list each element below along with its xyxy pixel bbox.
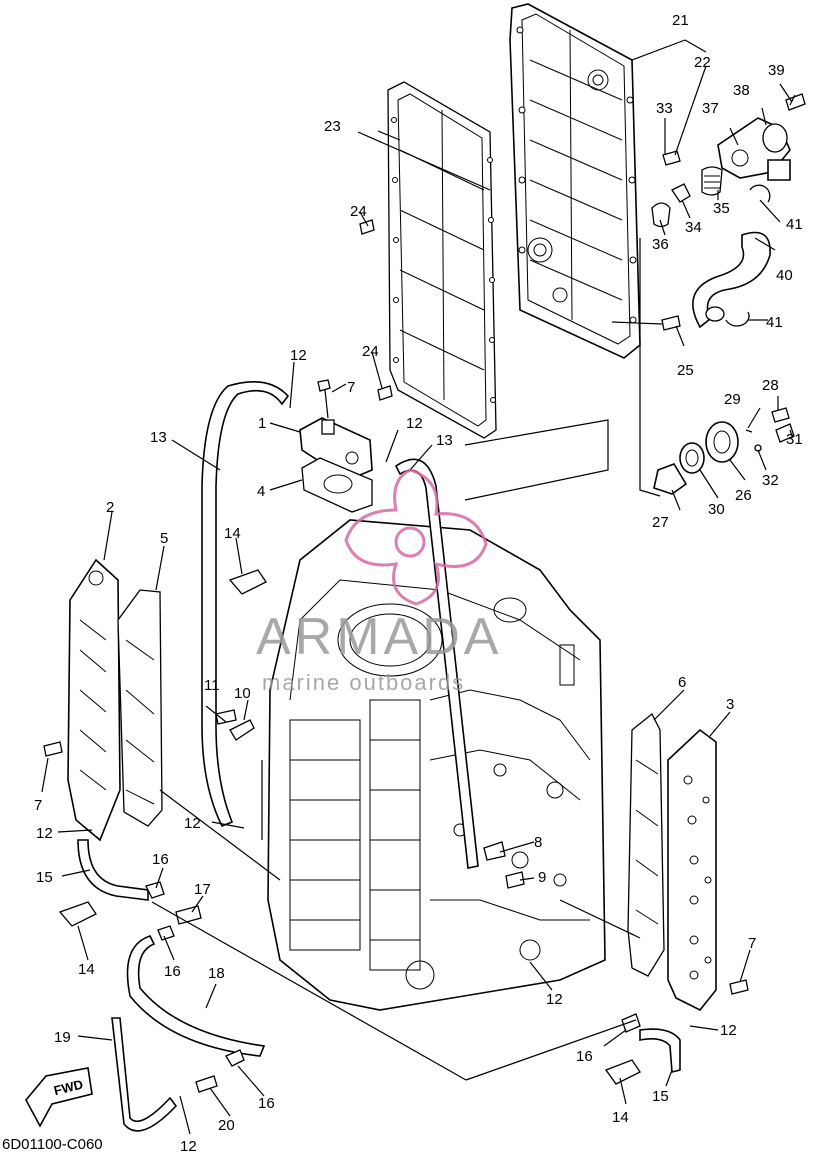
label-11: 11 — [204, 677, 220, 694]
fwd-label: FWD — [52, 1077, 84, 1099]
label-28: 28 — [762, 377, 779, 394]
label-12f: 12 — [546, 991, 563, 1008]
thermostat-assembly — [651, 93, 806, 329]
label-13a: 13 — [150, 429, 167, 446]
label-7c: 7 — [748, 935, 756, 952]
label-8: 8 — [534, 834, 542, 851]
label-19: 19 — [54, 1029, 71, 1046]
label-35: 35 — [713, 200, 730, 217]
label-38: 38 — [733, 82, 750, 99]
cylinder-block-part — [267, 519, 606, 1011]
hose-15-right — [639, 1028, 681, 1074]
label-12e: 12 — [180, 1138, 197, 1153]
label-21: 21 — [672, 12, 689, 29]
label-7b: 7 — [34, 797, 42, 814]
label-16b: 16 — [164, 963, 181, 980]
anode-assembly — [653, 407, 795, 495]
label-14c: 14 — [612, 1109, 629, 1126]
label-2: 2 — [106, 499, 114, 516]
gasket-6 — [627, 712, 665, 977]
watermark-tagline: marine outboards — [262, 670, 465, 695]
hose-13-left — [201, 380, 290, 828]
label-4: 4 — [257, 483, 265, 500]
label-24b: 24 — [362, 343, 379, 360]
label-29: 29 — [724, 391, 741, 408]
label-24a: 24 — [350, 203, 367, 220]
label-12a: 12 — [290, 347, 307, 364]
label-25: 25 — [677, 362, 694, 379]
label-17: 17 — [194, 881, 211, 898]
label-41a: 41 — [786, 216, 803, 233]
label-41b: 41 — [766, 314, 783, 331]
label-32: 32 — [762, 472, 779, 489]
label-40: 40 — [776, 267, 793, 284]
label-16a: 16 — [152, 851, 169, 868]
bolt-7-top — [317, 379, 331, 419]
label-12b: 12 — [406, 415, 423, 432]
leader-lines — [41, 39, 793, 1135]
label-15b: 15 — [652, 1088, 669, 1105]
gasket-4 — [301, 457, 373, 513]
label-15a: 15 — [36, 869, 53, 886]
label-14b: 14 — [78, 961, 95, 978]
gasket-5 — [117, 589, 163, 827]
label-12c: 12 — [36, 825, 53, 842]
label-3: 3 — [726, 696, 734, 713]
label-10: 10 — [234, 685, 251, 702]
diagram-code: 6D01100-C060 — [2, 1136, 103, 1153]
label-30: 30 — [708, 501, 725, 518]
label-6: 6 — [678, 674, 686, 691]
label-23: 23 — [324, 118, 341, 135]
watermark-brand: ARMADA — [256, 608, 502, 666]
plate-3 — [667, 728, 717, 1012]
label-18: 18 — [208, 965, 225, 982]
fwd-badge: FWD — [25, 1067, 93, 1128]
label-1: 1 — [258, 415, 266, 432]
label-7a: 7 — [347, 379, 355, 396]
label-31: 31 — [786, 431, 803, 448]
label-5: 5 — [160, 530, 168, 547]
label-13b: 13 — [436, 432, 453, 449]
label-33: 33 — [656, 100, 673, 117]
label-34: 34 — [685, 219, 702, 236]
label-12d: 12 — [184, 815, 201, 832]
label-16d: 16 — [576, 1048, 593, 1065]
label-14a: 14 — [224, 525, 241, 542]
hose-18 — [126, 935, 266, 1057]
label-22: 22 — [694, 54, 711, 71]
label-12g: 12 — [720, 1022, 737, 1039]
callout-labels: 21 22 23 24 24 25 33 37 38 39 35 41 36 3… — [2, 12, 803, 1153]
hose-15-left — [77, 839, 149, 901]
label-27: 27 — [652, 514, 669, 531]
label-39: 39 — [768, 62, 785, 79]
label-9: 9 — [538, 869, 546, 886]
hose-19 — [111, 1017, 178, 1132]
exhaust-cover-part — [509, 3, 641, 359]
label-20: 20 — [218, 1117, 235, 1134]
watermark-logo: ARMADA marine outboards — [256, 468, 502, 695]
label-37: 37 — [702, 100, 719, 117]
label-36: 36 — [652, 236, 669, 253]
plate-2 — [67, 558, 121, 842]
label-16c: 16 — [258, 1095, 275, 1112]
label-26: 26 — [735, 487, 752, 504]
exhaust-gasket-part — [387, 81, 497, 439]
elbow-1 — [299, 417, 373, 481]
